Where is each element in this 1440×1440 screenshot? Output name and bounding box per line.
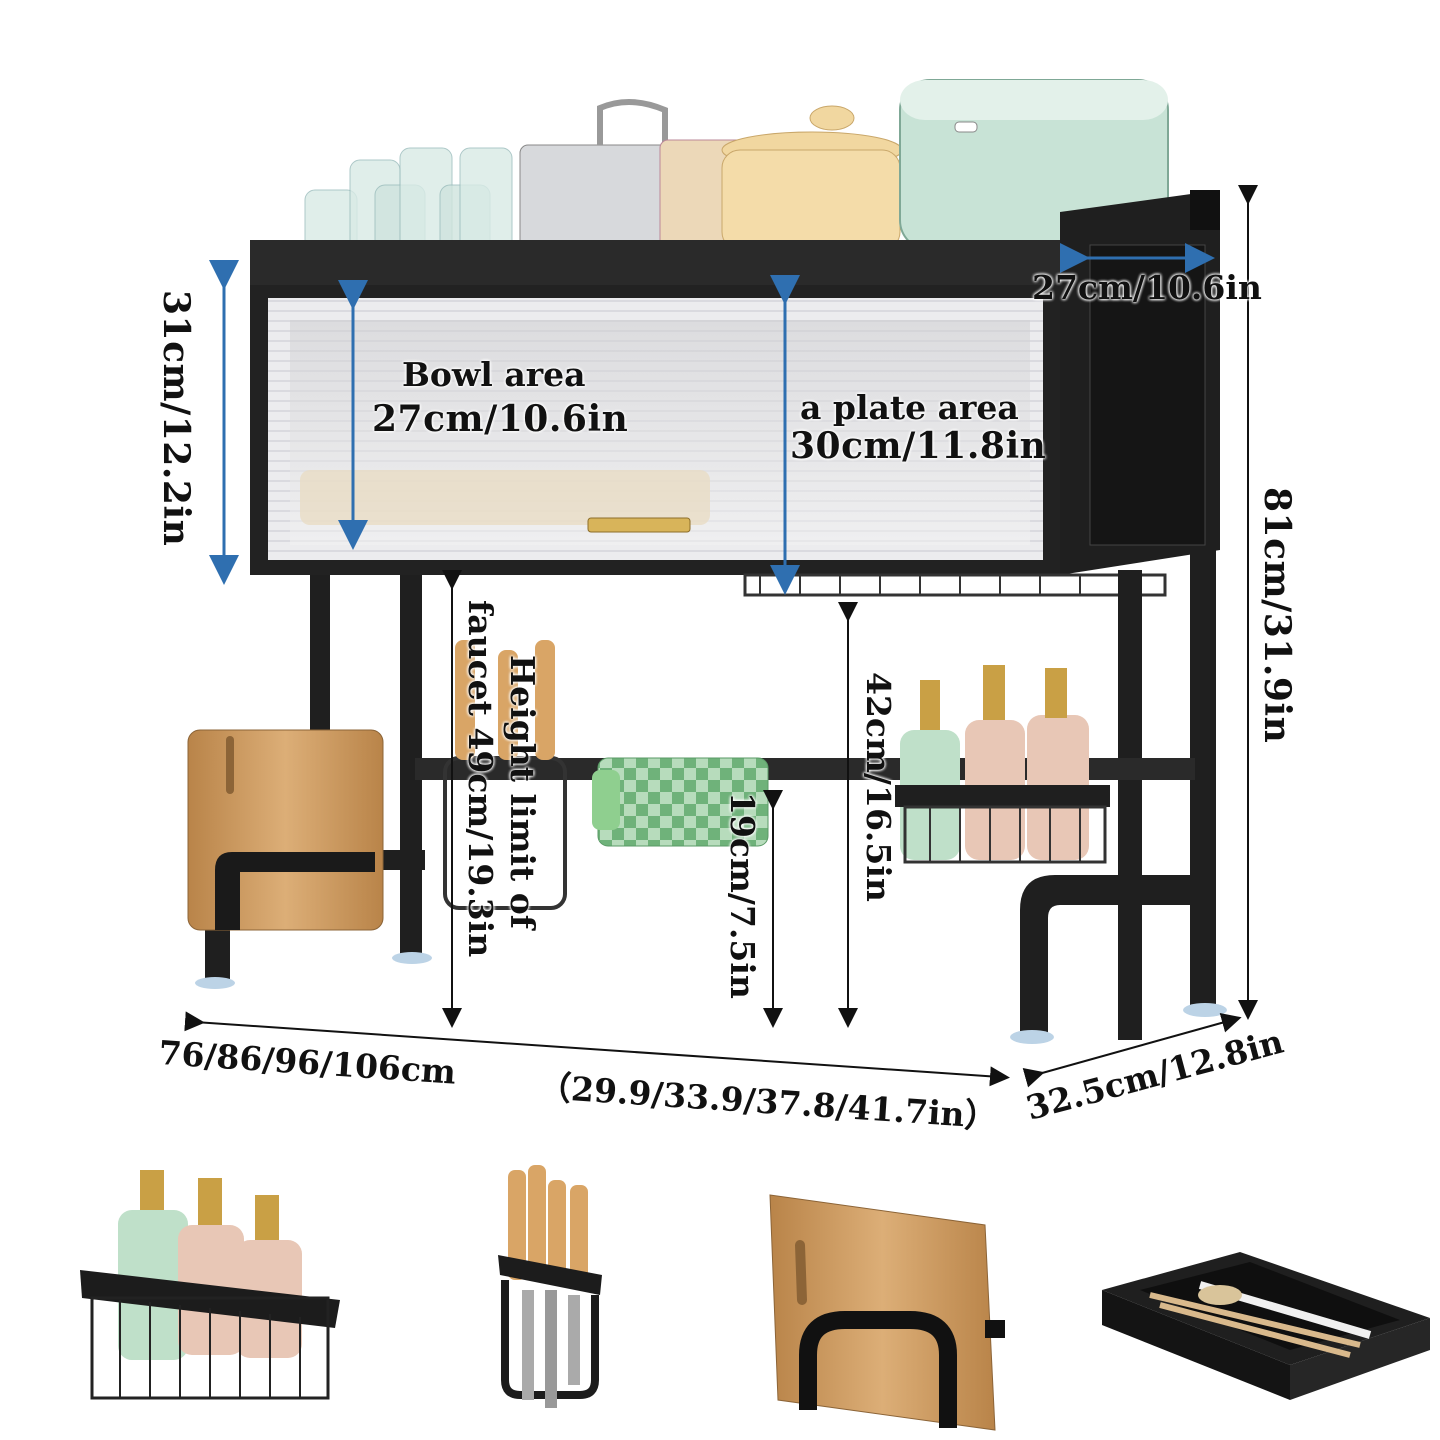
label-faucet-line1: Height limit of [503, 655, 542, 929]
accessory-knife-holder [498, 1165, 602, 1408]
label-depth-top: 27cm/10.6in [1032, 268, 1262, 307]
label-bowl-area-size: 27cm/10.6in [372, 398, 629, 440]
accessory-soap-basket [80, 1170, 340, 1400]
dimension-arrows [184, 185, 1258, 1088]
pots-group [519, 98, 903, 256]
label-plate-area-size: 30cm/11.8in [790, 425, 1047, 467]
label-shelf-gap: 42cm/16.5in [859, 672, 898, 902]
soap-bottles [900, 665, 1089, 860]
label-bowl-area-title: Bowl area [402, 355, 586, 394]
dish-towel [592, 757, 769, 847]
shelf-basket [895, 785, 1110, 864]
cabinet [250, 190, 1220, 575]
accessory-utensil-tray [1102, 1252, 1430, 1400]
label-overall-height: 81cm/31.9in [1256, 487, 1298, 744]
label-plate-area-title: a plate area [800, 388, 1019, 427]
cutting-board-left [187, 729, 384, 931]
accessory-cutting-board-holder [769, 1194, 1005, 1431]
label-height-31cm: 31cm/12.2in [155, 290, 197, 547]
label-faucet-line2: faucet 49cm/19.3in [461, 600, 500, 958]
label-rail-gap: 19cm/7.5in [723, 792, 762, 999]
